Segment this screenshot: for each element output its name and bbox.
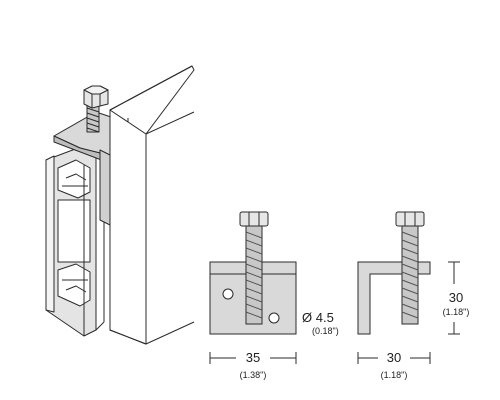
side-width-dimension-line bbox=[357, 352, 431, 364]
side-width-label: 30 bbox=[387, 350, 401, 365]
side-view bbox=[357, 211, 460, 364]
front-bolt-head bbox=[239, 211, 269, 227]
front-width-dimension-line bbox=[209, 352, 297, 364]
side-height-inch-label: (1.18") bbox=[443, 307, 470, 317]
front-view bbox=[209, 211, 297, 364]
side-width-inch-label: (1.18") bbox=[381, 370, 408, 380]
isometric-assembly-view bbox=[45, 65, 195, 345]
front-width-label: 35 bbox=[246, 350, 260, 365]
front-bolt-thread bbox=[245, 231, 263, 319]
front-hole-right bbox=[268, 312, 280, 324]
side-angle-profile bbox=[357, 261, 431, 335]
bolt bbox=[83, 85, 109, 133]
front-hole-left bbox=[222, 288, 234, 300]
side-bolt-thread bbox=[401, 231, 419, 319]
panel-frame bbox=[109, 65, 195, 345]
slotted-rail-profile bbox=[45, 147, 105, 337]
side-height-dimension-line bbox=[448, 261, 460, 335]
side-height-label: 30 bbox=[449, 290, 463, 305]
side-bolt-head bbox=[395, 211, 425, 227]
front-width-inch-label: (1.38") bbox=[240, 370, 267, 380]
hole-diameter-inch-label: (0.18") bbox=[312, 326, 339, 336]
hole-diameter-label: Ø 4.5 bbox=[302, 310, 334, 325]
